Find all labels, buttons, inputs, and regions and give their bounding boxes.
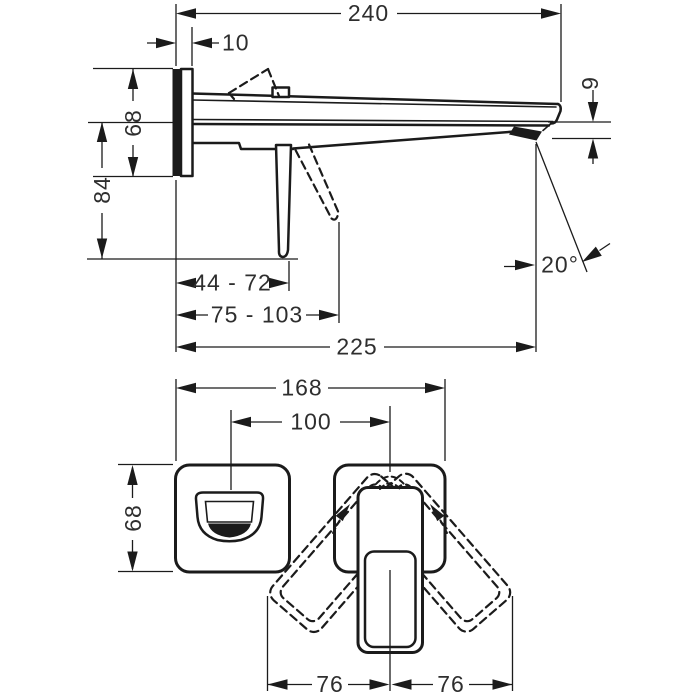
dim-label-9: 9 [577, 76, 603, 90]
dim-spout-projection-225: 225 [175, 144, 537, 360]
lever-handle-open-dashed [227, 67, 281, 101]
dim-label-10: 10 [222, 30, 250, 56]
lever-handle-swung-dashed [294, 143, 340, 221]
spout-outlet-opening [208, 523, 251, 538]
dim-total-projection-240: 240 [175, 0, 562, 102]
dim-label-44-72: 44 - 72 [193, 270, 272, 296]
aerator [509, 126, 542, 141]
dim-label-76-left: 76 [316, 671, 344, 697]
dim-label-240: 240 [348, 0, 389, 26]
mixer-cartridge-cap [271, 86, 291, 99]
dim-total-width-168: 168 [175, 375, 446, 461]
rotation-arrows [332, 504, 448, 534]
dim-label-84: 84 [89, 176, 115, 204]
dim-label-100: 100 [290, 409, 331, 435]
dim-label-20deg: 20° [541, 252, 579, 278]
wall-plate-side [172, 69, 181, 176]
dim-handle-reach-75-103: 75 - 103 [176, 222, 340, 328]
dim-spout-angle-20: 20° [504, 141, 611, 278]
lever-handle-side [274, 143, 293, 259]
spout-outlet-front [194, 491, 265, 543]
spout-body [190, 92, 562, 151]
dim-label-68-front: 68 [120, 504, 146, 532]
dim-handle-clearance-44-72: 44 - 72 [176, 261, 290, 296]
dim-label-75-103: 75 - 103 [211, 302, 303, 328]
dim-label-76-right: 76 [437, 671, 465, 697]
front-view: 168 100 68 76 76 [118, 375, 514, 697]
dim-plate-offset-10: 10 [147, 27, 250, 66]
escutcheon-side [179, 67, 194, 178]
dim-tip-drop-9: 9 [548, 76, 611, 164]
dim-center-distance-100: 100 [230, 406, 391, 490]
side-view: 240 10 68 84 44 - 72 [87, 0, 611, 360]
dim-label-168: 168 [281, 375, 322, 401]
pivot-arc-marks [375, 475, 405, 490]
dim-overall-height-84: 84 [87, 121, 298, 260]
dim-handle-swing-76-76: 76 76 [266, 596, 514, 697]
dim-label-225: 225 [336, 334, 377, 360]
dim-plate-height-68-front: 68 [118, 463, 173, 573]
